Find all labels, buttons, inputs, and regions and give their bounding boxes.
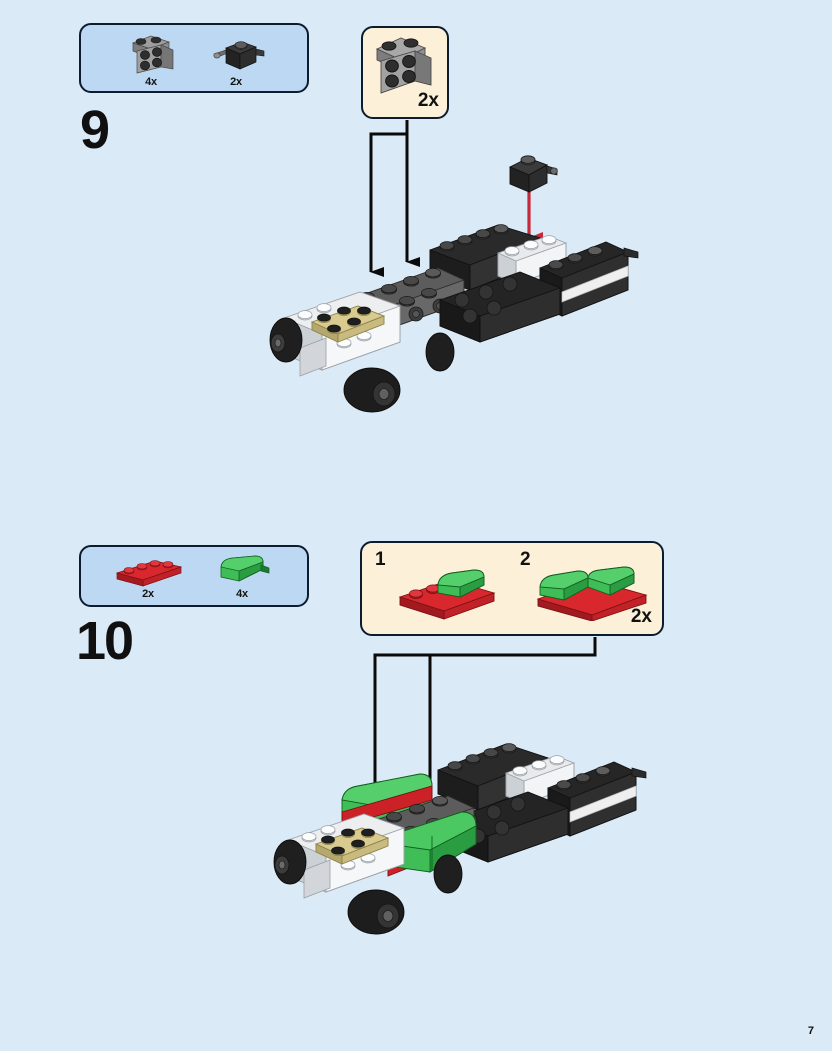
step-10-connector-arrows: [373, 637, 597, 817]
tail-section-step-10: [547, 761, 647, 837]
rear-white-trim-step-9: [497, 235, 567, 285]
step-number-10: 10: [76, 611, 134, 671]
mid-body-step-10: [447, 791, 569, 863]
wheels-step-9: [269, 317, 455, 413]
callout-box-step-10: 1 2: [360, 541, 664, 636]
model-step-10: [273, 743, 647, 935]
wheels-step-10: [273, 839, 463, 935]
tail-section-step-9: [539, 241, 639, 317]
green-red-assembly-front-step-10: [387, 811, 477, 877]
part-qty-label: 2x: [230, 76, 242, 88]
callout-substep-1-assembly-icon: [398, 569, 496, 620]
parts-box-step-10: 2x 4x: [79, 545, 309, 607]
callout-substep-number-2: 2: [520, 549, 531, 570]
clip-brick-icon: [213, 41, 265, 70]
step-number-9: 9: [80, 100, 110, 160]
part-qty-label: 4x: [236, 588, 248, 600]
front-chassis-step-10: [287, 813, 405, 899]
floating-clip-brick-step-9: [508, 155, 558, 193]
callout-qty-step-9: 2x: [417, 90, 439, 111]
model-step-9: [269, 155, 639, 413]
bracket-plate-section-step-9: [347, 267, 465, 335]
part-slot-brick-1x1-with-clip: 2x: [196, 37, 276, 88]
part-slot-slope-curved-2x2: 4x: [199, 551, 285, 600]
callout-qty-step-10: 2x: [630, 606, 652, 627]
callout-bracket-brick-icon: [375, 37, 432, 94]
part-qty-label: 4x: [145, 76, 157, 88]
callout-substep-number-1: 1: [375, 549, 386, 570]
green-slope-icon: [220, 555, 270, 582]
green-red-assembly-back-step-10: [341, 773, 433, 827]
bracket-plate-section-step-10: [351, 795, 475, 865]
rear-body-step-10: [437, 743, 549, 811]
bracket-brick-icon: [131, 35, 174, 74]
callout-box-step-9: 2x: [361, 26, 449, 119]
part-qty-label: 2x: [142, 588, 154, 600]
tan-plate-step-9: [310, 305, 386, 343]
part-slot-bracket-1x2-2x2: 4x: [111, 31, 191, 88]
part-slot-plate-1x4: 2x: [103, 555, 193, 600]
page-number: 7: [807, 1025, 814, 1037]
front-chassis-step-9: [283, 291, 401, 377]
tan-plate-step-10: [314, 827, 390, 865]
mid-body-step-9: [439, 271, 561, 343]
callout-substep-2-assembly-icon: [536, 566, 648, 621]
rear-white-trim-step-10: [505, 755, 575, 805]
rear-body-step-9: [429, 224, 541, 291]
step-9-connector-arrows: [369, 120, 543, 277]
red-plate-icon: [115, 560, 183, 587]
parts-box-step-9: 4x 2x: [79, 23, 309, 93]
